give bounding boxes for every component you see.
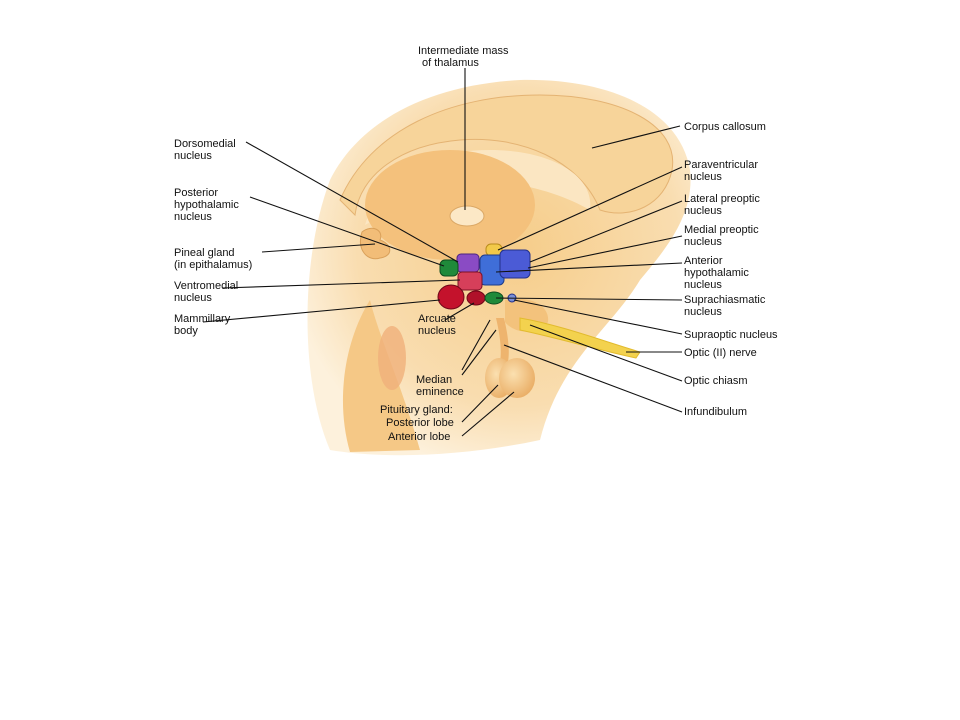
hypothalamic-nuclei: [437, 243, 531, 310]
label-supraoptic-nucleus: Supraoptic nucleus: [684, 329, 778, 341]
label-pineal-gland: Pineal gland (in epithalamus): [174, 247, 252, 271]
labels: Intermediate mass of thalamus Dorsomedia…: [174, 45, 778, 443]
label-dorsomedial-nucleus: Dorsomedial nucleus: [174, 138, 239, 162]
ventromedial-nucleus: [457, 271, 483, 291]
pineal-gland-shape: [360, 227, 391, 260]
thalamus: [365, 150, 535, 260]
label-suprachiasmatic-nucleus: Suprachiasmatic nucleus: [684, 294, 768, 318]
label-median-eminence: Median eminence: [416, 374, 464, 398]
brain-illustration: [307, 79, 691, 456]
label-arcuate-nucleus: Arcuate nucleus: [418, 313, 459, 337]
corpus-callosum-shape: [339, 94, 674, 217]
intermediate-mass: [449, 205, 485, 227]
label-pituitary-gland: Pituitary gland: Posterior lobe Anterior…: [380, 404, 457, 443]
label-paraventricular-nucleus: Paraventricular nucleus: [684, 159, 761, 183]
pituitary-anterior-lobe: [499, 358, 535, 398]
label-infundibulum: Infundibulum: [684, 406, 747, 418]
label-optic-chiasm: Optic chiasm: [684, 375, 748, 387]
mammillary-body: [437, 284, 465, 310]
dorsomedial-nucleus: [456, 253, 480, 273]
label-posterior-hypothalamic-nucleus: Posterior hypothalamic nucleus: [174, 187, 242, 223]
posterior-hypothalamic-nucleus: [439, 259, 459, 277]
label-lateral-preoptic-nucleus: Lateral preoptic nucleus: [684, 193, 763, 217]
infundibulum-shape: [496, 318, 509, 362]
label-ventromedial-nucleus: Ventromedial nucleus: [174, 280, 241, 304]
leader-lines: [202, 68, 683, 437]
label-optic-nerve: Optic (II) nerve: [684, 347, 757, 359]
label-corpus-callosum: Corpus callosum: [684, 121, 766, 133]
arcuate-nucleus: [466, 290, 486, 306]
label-anterior-hypothalamic-nucleus: Anterior hypothalamic nucleus: [684, 255, 752, 291]
label-intermediate-mass: Intermediate mass of thalamus: [418, 45, 512, 69]
label-medial-preoptic-nucleus: Medial preoptic nucleus: [684, 224, 762, 248]
label-mammillary-body: Mammillary body: [174, 313, 233, 337]
optic-nerve-shape: [519, 317, 641, 359]
medial-preoptic-nucleus: [499, 249, 531, 279]
pons-texture: [378, 326, 406, 390]
